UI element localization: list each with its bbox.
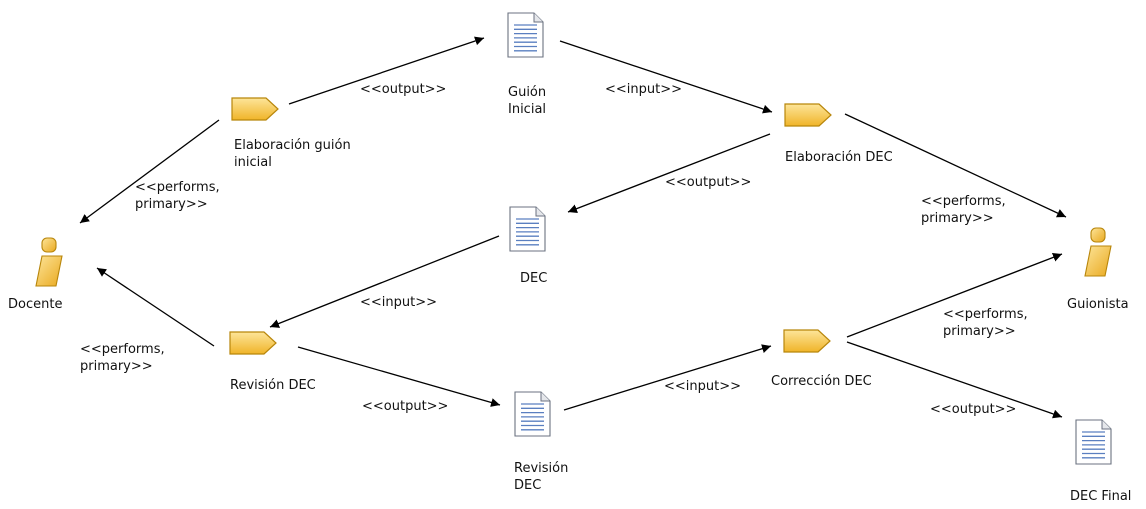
task-label-line: Corrección DEC (771, 374, 872, 389)
edge-dec-to-revision[interactable]: <<input>> (269, 235, 500, 328)
edge-label: <<performs, primary>> (135, 180, 220, 212)
edge-guion-to-elab_dec[interactable]: <<input>> (559, 40, 773, 114)
edge-arrow (79, 119, 220, 224)
edge-label-line: primary>> (80, 359, 153, 374)
task-label: Revisión DEC (230, 378, 316, 393)
task-label-line: inicial (234, 155, 272, 170)
document-icon (1075, 419, 1112, 465)
edge-arrow (288, 36, 485, 105)
task-label-line: Revisión DEC (230, 378, 316, 393)
task-elab-guion[interactable]: Elaboración guión inicial (231, 97, 351, 170)
edge-label: <<performs, primary>> (943, 307, 1028, 339)
edge-correccion-to-dec_final[interactable]: <<output>> (846, 341, 1063, 419)
actor-icon (1084, 227, 1112, 277)
edge-revision-to-docente[interactable]: <<performs, primary>> (80, 267, 215, 374)
edge-label-line: primary>> (921, 211, 994, 226)
task-label: Corrección DEC (771, 374, 872, 389)
task-label-line: Elaboración DEC (785, 150, 893, 165)
edge-label-line: <<input>> (664, 379, 741, 394)
edge-label-line: primary>> (135, 197, 208, 212)
edge-label: <<output>> (665, 175, 751, 190)
edge-label-line: <<performs, (921, 194, 1006, 209)
artifact-dec[interactable]: DEC (509, 206, 547, 286)
edge-label: <<output>> (930, 402, 1016, 417)
edge-arrow (846, 341, 1063, 419)
task-label: Elaboración guión inicial (234, 138, 351, 170)
task-label: Elaboración DEC (785, 150, 893, 165)
actor-icon (35, 237, 63, 287)
edge-label-line: <<input>> (605, 82, 682, 97)
document-icon (507, 12, 544, 58)
edge-label-line: <<output>> (930, 402, 1016, 417)
artifact-label-line: DEC (514, 478, 541, 493)
actor-label: Docente (8, 297, 62, 312)
task-elab-dec[interactable]: Elaboración DEC (784, 103, 893, 165)
edge-elab_guion-to-guion[interactable]: <<output>> (288, 36, 485, 105)
document-icon (509, 206, 546, 252)
edge-label-line: <<output>> (360, 82, 446, 97)
task-icon (231, 97, 279, 121)
actor-label: Guionista (1067, 297, 1129, 312)
edge-elab_guion-to-docente[interactable]: <<performs, primary>> (79, 119, 220, 224)
edge-rev_dec-to-correccion[interactable]: <<input>> (563, 344, 772, 411)
edge-correccion-to-guionista[interactable]: <<performs, primary>> (846, 253, 1063, 339)
edge-arrow (269, 235, 500, 328)
edge-label-line: <<output>> (665, 175, 751, 190)
edge-label: <<output>> (360, 82, 446, 97)
edge-arrow (559, 40, 773, 114)
edge-label-line: <<input>> (360, 295, 437, 310)
artifact-label: DEC Final (1070, 489, 1131, 504)
artifact-label-line: Inicial (508, 102, 546, 117)
task-revision[interactable]: Revisión DEC (229, 331, 316, 393)
edge-label-line: <<performs, (135, 180, 220, 195)
artifact-label-line: DEC Final (1070, 489, 1131, 504)
edge-arrow (567, 133, 771, 213)
artifact-dec-final[interactable]: DEC Final (1070, 419, 1131, 504)
actor-docente[interactable]: Docente (8, 237, 63, 312)
artifact-label-line: DEC (520, 271, 547, 286)
edge-arrow (96, 267, 215, 347)
task-label-line: Elaboración guión (234, 138, 351, 153)
edge-label-line: <<output>> (362, 399, 448, 414)
edge-label-line: primary>> (943, 324, 1016, 339)
task-correccion[interactable]: Corrección DEC (771, 329, 872, 389)
artifact-label-line: Revisión (514, 461, 568, 476)
edge-revision-to-rev_dec[interactable]: <<output>> (297, 346, 501, 414)
edge-label: <<performs, primary>> (921, 194, 1006, 226)
actor-guionista[interactable]: Guionista (1067, 227, 1129, 312)
edge-elab_dec-to-guionista[interactable]: <<performs, primary>> (844, 113, 1067, 226)
edge-arrow (844, 113, 1067, 218)
edge-label: <<input>> (664, 379, 741, 394)
edge-label-line: <<performs, (943, 307, 1028, 322)
artifact-label-line: Guión (508, 85, 546, 100)
edge-arrow (846, 253, 1063, 338)
edge-elab_dec-to-dec[interactable]: <<output>> (567, 133, 771, 213)
artifact-label: DEC (520, 271, 547, 286)
edge-label-line: <<performs, (80, 342, 165, 357)
edge-label: <<input>> (605, 82, 682, 97)
task-icon (784, 103, 832, 127)
edge-label: <<output>> (362, 399, 448, 414)
task-icon (229, 331, 277, 355)
edge-arrow (563, 344, 772, 411)
document-icon (514, 391, 551, 437)
task-icon (783, 329, 831, 353)
edge-label: <<input>> (360, 295, 437, 310)
edge-arrow (297, 346, 501, 407)
edge-label: <<performs, primary>> (80, 342, 165, 374)
